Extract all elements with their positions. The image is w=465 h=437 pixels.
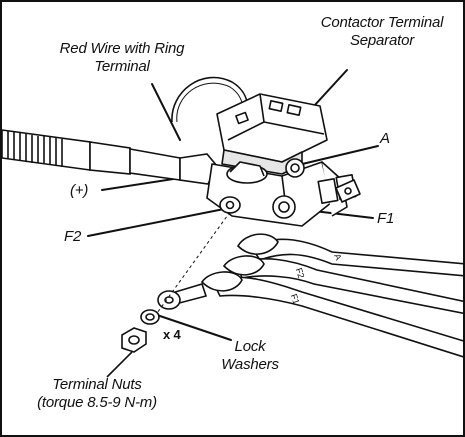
ring-terminal <box>157 283 208 310</box>
f2-leader <box>87 208 225 237</box>
label-contactor-separator: Contactor Terminal Separator <box>307 14 457 50</box>
a-leader <box>297 145 379 166</box>
label-contactor-line2: Separator <box>349 32 415 49</box>
lock-washer <box>140 309 160 325</box>
label-red-wire: Red Wire with Ring Terminal <box>42 40 202 76</box>
label-f2: F2 <box>64 228 82 245</box>
contactor-body <box>206 93 361 227</box>
label-terminal-nuts: Terminal Nuts (torque 8.5-9 N-m) <box>12 376 182 412</box>
label-lock-line1: Lock <box>234 338 266 355</box>
red-wire-leader <box>151 83 181 141</box>
lock-washers-leader <box>153 313 232 341</box>
label-lock-washers: Lock Washers <box>200 338 300 374</box>
label-red-wire-line2: Terminal <box>94 58 150 75</box>
label-nuts-line1: Terminal Nuts <box>52 376 142 393</box>
label-plus: (+) <box>70 182 89 199</box>
label-f1: F1 <box>377 210 395 227</box>
label-a: A <box>380 130 390 147</box>
terminal-nut <box>121 327 147 353</box>
label-lock-line2: Washers <box>221 356 279 373</box>
nuts-leader <box>106 351 133 378</box>
label-nuts-line2: (torque 8.5-9 N-m) <box>37 394 157 411</box>
left-cable <box>2 129 218 185</box>
label-x4: x 4 <box>163 327 181 342</box>
right-cables <box>210 238 463 358</box>
alignment-line <box>151 211 231 321</box>
label-contactor-line1: Contactor Terminal <box>320 14 444 31</box>
label-red-wire-line1: Red Wire with Ring <box>59 40 185 57</box>
